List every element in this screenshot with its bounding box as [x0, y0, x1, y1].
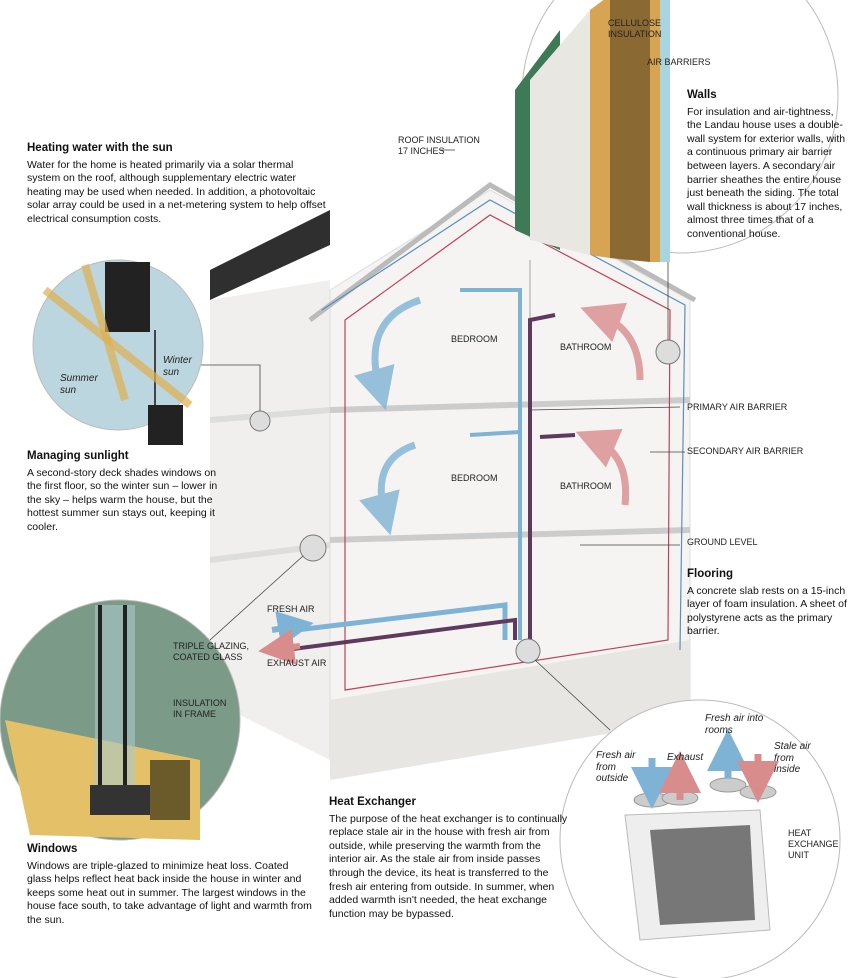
section-body: A second-story deck shades windows on th… — [27, 466, 218, 533]
label-fresh-rooms: Fresh air into rooms — [705, 713, 764, 736]
label-cellulose: CELLULOSE INSULATION — [608, 18, 662, 39]
heating-water-section: Heating water with the sun Water for the… — [27, 142, 327, 227]
section-title: Walls — [687, 89, 717, 101]
section-title: Windows — [27, 843, 78, 855]
label-heat-exchange-unit: HEAT EXCHANGE UNIT — [788, 828, 839, 860]
section-body: Water for the home is heated primarily v… — [27, 158, 326, 225]
label-secondary-barrier: SECONDARY AIR BARRIER — [687, 446, 804, 456]
sunlight-detail — [32, 259, 204, 445]
label-stale-inside: Stale air from inside — [774, 741, 811, 775]
sunlight-section: Managing sunlight A second-story deck sh… — [27, 450, 222, 535]
section-body: The purpose of the heat exchanger is to … — [329, 812, 568, 920]
label-winter-sun: Winter sun — [163, 355, 192, 378]
label-bedroom-lower: BEDROOM — [451, 473, 498, 483]
label-air-barriers: AIR BARRIERS — [647, 57, 711, 67]
label-fresh-outside: Fresh air from outside — [596, 750, 636, 784]
label-bedroom-upper: BEDROOM — [451, 334, 498, 344]
label-insulation-frame: INSULATION IN FRAME — [173, 698, 227, 719]
heat-exchanger-section: Heat Exchanger The purpose of the heat e… — [329, 796, 574, 921]
label-exhaust: Exhaust — [667, 752, 704, 763]
windows-section: Windows Windows are triple-glazed to min… — [27, 843, 312, 928]
windows-detail — [0, 599, 241, 841]
label-triple-glazing: TRIPLE GLAZING, COATED GLASS — [173, 641, 250, 662]
walls-section: Walls For insulation and air-tightness, … — [687, 89, 847, 242]
section-body: For insulation and air-tightness, the La… — [687, 105, 846, 240]
label-summer-sun: Summer sun — [60, 373, 98, 396]
label-bathroom-lower: BATHROOM — [560, 481, 612, 491]
section-body: Windows are triple-glazed to minimize he… — [27, 859, 312, 926]
house-body — [209, 182, 697, 780]
label-fresh-air: FRESH AIR — [267, 604, 315, 614]
section-title: Managing sunlight — [27, 450, 129, 462]
label-bathroom-upper: BATHROOM — [560, 342, 612, 352]
flooring-section: Flooring A concrete slab rests on a 15-i… — [687, 568, 847, 639]
label-ground-level: GROUND LEVEL — [687, 537, 758, 547]
section-title: Heating water with the sun — [27, 142, 173, 154]
label-primary-barrier: PRIMARY AIR BARRIER — [687, 402, 788, 412]
section-title: Heat Exchanger — [329, 796, 416, 808]
label-roof-insulation: ROOF INSULATION 17 INCHES — [398, 135, 480, 156]
section-body: A concrete slab rests on a 15-inch layer… — [687, 584, 847, 638]
section-title: Flooring — [687, 568, 733, 580]
label-exhaust-air: EXHAUST AIR — [267, 658, 327, 668]
heat-exchanger-detail — [559, 699, 841, 978]
walls-detail — [515, 0, 839, 262]
solar-panel — [210, 210, 330, 300]
